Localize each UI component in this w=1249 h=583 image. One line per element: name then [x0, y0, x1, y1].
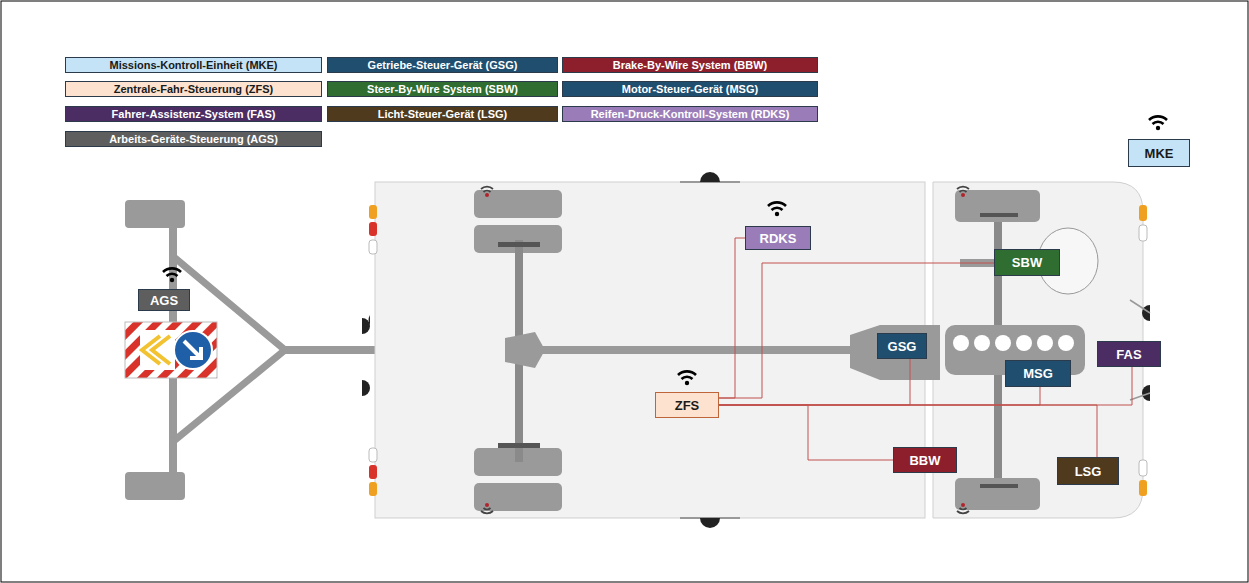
bus-line — [719, 359, 910, 405]
control-unit-box: GSG — [877, 333, 927, 359]
legend-text: Zentrale-Fahr-Steuerung (ZFS) — [114, 84, 274, 95]
control-unit-box: RDKS — [745, 226, 811, 250]
unit-label: SBW — [1012, 256, 1042, 269]
unit-label: GSG — [888, 340, 917, 353]
control-unit-box: BBW — [893, 447, 957, 473]
unit-label: ZFS — [675, 399, 700, 412]
control-unit-box: MSG — [1005, 360, 1071, 387]
bus-line — [719, 238, 745, 398]
unit-label: BBW — [909, 454, 940, 467]
legend-swatch: Brake-By-Wire System (BBW) — [562, 57, 818, 73]
control-unit-box: MKE — [1128, 139, 1190, 167]
unit-label: MSG — [1023, 367, 1053, 380]
control-unit-box: SBW — [994, 249, 1060, 276]
legend-text: Arbeits-Geräte-Steuerung (AGS) — [109, 134, 278, 145]
legend-swatch: Missions-Kontroll-Einheit (MKE) — [65, 57, 322, 73]
legend-swatch: Steer-By-Wire System (SBW) — [327, 81, 558, 97]
unit-label: MKE — [1145, 147, 1174, 160]
legend-text: Reifen-Druck-Kontroll-System (RDKS) — [591, 109, 790, 120]
legend-swatch: Licht-Steuer-Gerät (LSG) — [327, 106, 558, 122]
unit-label: RDKS — [760, 232, 797, 245]
bus-line — [719, 405, 893, 460]
legend-text: Motor-Steuer-Gerät (MSG) — [622, 84, 758, 95]
unit-label: FAS — [1116, 348, 1141, 361]
legend-text: Fahrer-Assistenz-System (FAS) — [112, 109, 276, 120]
legend-text: Steer-By-Wire System (SBW) — [367, 84, 518, 95]
control-unit-box: AGS — [138, 289, 190, 311]
legend-swatch: Fahrer-Assistenz-System (FAS) — [65, 106, 322, 122]
legend-text: Brake-By-Wire System (BBW) — [613, 60, 768, 71]
unit-label: AGS — [150, 294, 178, 307]
control-unit-box: FAS — [1097, 341, 1161, 367]
bus-line — [719, 263, 994, 398]
legend-swatch: Motor-Steuer-Gerät (MSG) — [562, 81, 818, 97]
legend-swatch: Getriebe-Steuer-Gerät (GSG) — [327, 57, 558, 73]
legend-text: Missions-Kontroll-Einheit (MKE) — [109, 60, 277, 71]
control-unit-box: ZFS — [655, 392, 719, 418]
legend-swatch: Arbeits-Geräte-Steuerung (AGS) — [65, 131, 322, 147]
legend-text: Getriebe-Steuer-Gerät (GSG) — [368, 60, 518, 71]
legend-text: Licht-Steuer-Gerät (LSG) — [378, 109, 508, 120]
legend-swatch: Zentrale-Fahr-Steuerung (ZFS) — [65, 81, 322, 97]
unit-label: LSG — [1075, 465, 1102, 478]
legend-swatch: Reifen-Druck-Kontroll-System (RDKS) — [562, 106, 818, 122]
control-unit-box: LSG — [1057, 457, 1119, 485]
bus-line — [719, 387, 1040, 406]
